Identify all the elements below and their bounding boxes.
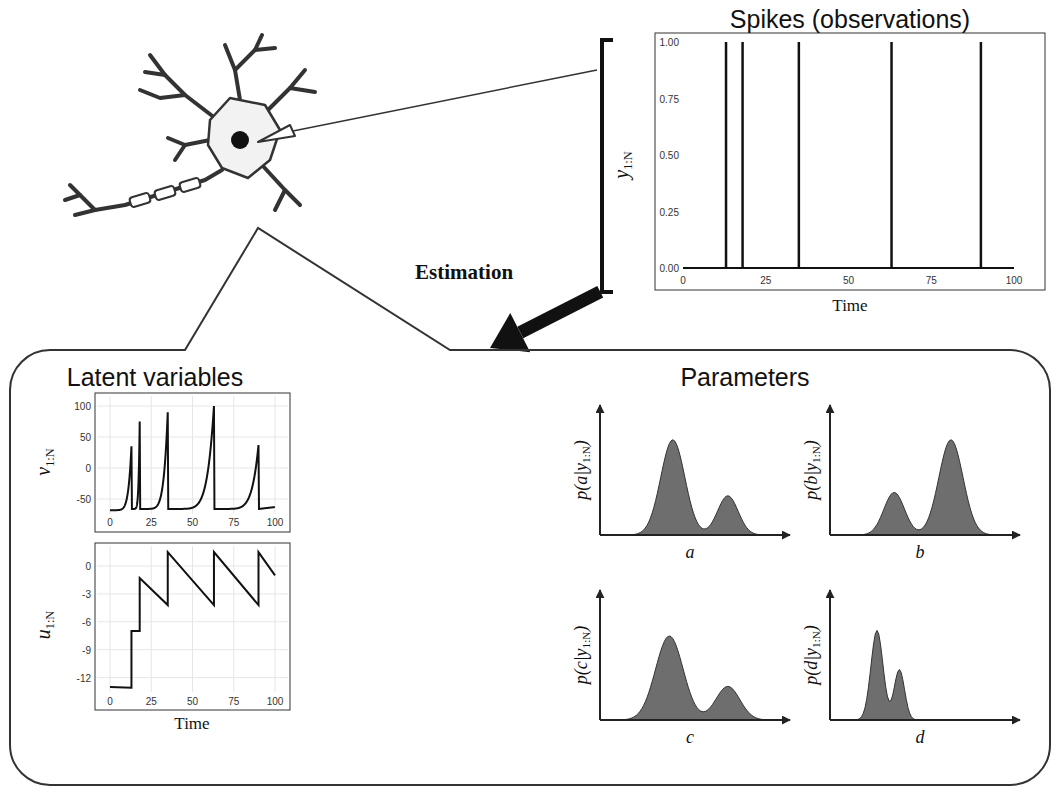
axis-label: Time	[832, 297, 867, 316]
grid	[110, 546, 111, 692]
tick-label: -9	[82, 644, 91, 655]
tick-label: 1.00	[660, 37, 679, 48]
grid	[233, 546, 234, 692]
axis	[829, 590, 831, 720]
tick-label: 0	[680, 275, 686, 286]
spike	[890, 42, 893, 268]
tick-label: 0.25	[660, 206, 679, 217]
tick-label: 0.50	[660, 150, 679, 161]
axis-label: p(c|y1:N)	[572, 626, 593, 685]
bracket	[602, 40, 613, 292]
grid	[192, 546, 193, 692]
tick-label: -12	[77, 672, 91, 683]
axis-label: y1:N	[610, 151, 635, 178]
tick-label: 25	[760, 275, 771, 286]
arrowhead	[490, 313, 530, 352]
density-curve	[604, 636, 776, 720]
spike	[741, 42, 744, 268]
axis-label: p(a|y1:N)	[572, 440, 593, 500]
plot-panel: Spikes (observations)	[598, 0, 1050, 312]
axis	[829, 405, 831, 535]
grid	[97, 437, 288, 438]
axis-label: b	[916, 543, 925, 563]
plot-frame	[655, 33, 1045, 290]
baseline	[683, 267, 1014, 269]
axis	[599, 590, 601, 720]
panel-heading: Latent variables	[67, 363, 244, 392]
tick-label: 0.00	[660, 263, 679, 274]
axis-label: p(b|y1:N)	[802, 440, 823, 500]
estimation-arrow	[490, 292, 600, 352]
axis	[830, 534, 1020, 536]
grid	[192, 396, 193, 514]
axis	[600, 534, 790, 536]
tick-label: -50	[77, 494, 91, 505]
grid	[151, 546, 152, 692]
tick-label: 100	[74, 401, 91, 412]
axis-label: a	[686, 543, 695, 563]
tick-label: 0	[107, 696, 113, 707]
axis-label: c	[686, 728, 694, 748]
tick-label: 50	[187, 517, 198, 528]
neuron	[65, 35, 315, 215]
tick-label: 50	[843, 275, 854, 286]
grid	[97, 621, 288, 622]
tick-label: 0	[85, 463, 91, 474]
tick-label: 100	[267, 517, 284, 528]
plot-frame	[95, 393, 290, 532]
axis	[600, 719, 790, 721]
tick-label: 75	[228, 517, 239, 528]
edge-label: Estimation	[413, 259, 515, 284]
panel-heading: Spikes (observations)	[730, 5, 970, 34]
tick-label: 0	[85, 561, 91, 572]
density-curve	[834, 630, 1006, 720]
axis	[830, 719, 1020, 721]
spike	[725, 42, 728, 268]
axis-label: Time	[174, 715, 209, 734]
tick-label: 0.75	[660, 93, 679, 104]
spike	[798, 42, 801, 268]
tick-label: 100	[1006, 275, 1023, 286]
axis-label: u1:N	[32, 611, 57, 640]
u-trace	[110, 552, 275, 688]
tick-label: 75	[228, 696, 239, 707]
density-curve	[834, 440, 1006, 535]
plot-curves	[97, 42, 1020, 720]
recording-line	[293, 70, 597, 131]
axis-label: v1:N	[32, 448, 57, 475]
panel-heading: Parameters	[680, 363, 809, 392]
axis-label: d	[916, 728, 925, 748]
tick-label: 50	[187, 696, 198, 707]
tick-label: -6	[82, 616, 91, 627]
callout-panel: Latent variables Parameters	[10, 350, 1050, 785]
spike	[980, 42, 983, 268]
tick-label: 50	[80, 432, 91, 443]
tick-label: 0	[107, 517, 113, 528]
tick-label: -3	[82, 588, 91, 599]
grid	[97, 677, 288, 678]
grid	[110, 396, 111, 514]
grid	[233, 396, 234, 514]
axis-label: p(d|y1:N)	[802, 625, 823, 685]
estimation-arrow	[520, 292, 600, 333]
grid	[151, 396, 152, 514]
axis	[599, 405, 601, 535]
tick-label: 100	[267, 696, 284, 707]
grid	[275, 396, 276, 514]
grid	[97, 406, 288, 407]
density-curve	[604, 440, 776, 535]
plot-frame	[95, 543, 290, 710]
tick-label: 25	[146, 517, 157, 528]
v-trace	[110, 406, 275, 510]
callout-outline	[10, 350, 1050, 785]
grid	[275, 546, 276, 692]
grid	[97, 649, 288, 650]
tick-label: 25	[146, 696, 157, 707]
tick-label: 75	[926, 275, 937, 286]
callout-outline	[10, 228, 1050, 785]
